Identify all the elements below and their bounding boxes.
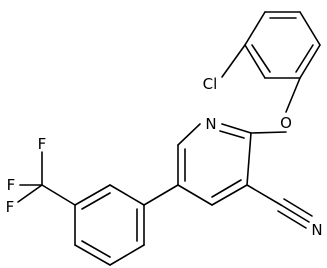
bond bbox=[295, 44, 314, 73]
bond bbox=[81, 240, 111, 258]
pyridine-nitrogen-label: N bbox=[205, 115, 216, 133]
bond bbox=[74, 244, 111, 266]
fluorine-label-left: F bbox=[7, 176, 16, 194]
bond-c-cl bbox=[221, 44, 246, 78]
bond bbox=[211, 179, 242, 198]
trifluoromethylphenyl-ring bbox=[74, 184, 145, 266]
chlorophenyl-ring bbox=[244, 11, 321, 79]
bond bbox=[299, 11, 321, 46]
fluorine-label-top: F bbox=[38, 135, 47, 153]
bond-biaryl bbox=[143, 184, 179, 206]
bond bbox=[211, 184, 248, 206]
bond bbox=[244, 11, 266, 46]
bond bbox=[280, 204, 310, 223]
bond bbox=[109, 184, 145, 206]
chlorine-label: Cl bbox=[203, 75, 218, 93]
bond bbox=[251, 44, 271, 73]
bond bbox=[244, 44, 266, 79]
bond bbox=[41, 184, 76, 206]
bond-o-c bbox=[250, 131, 287, 134]
pyridine-ring bbox=[177, 123, 252, 206]
bond bbox=[277, 210, 307, 229]
nitrile-nitrogen-label: N bbox=[311, 221, 322, 239]
bond bbox=[17, 184, 43, 203]
bond bbox=[246, 132, 252, 186]
bond bbox=[219, 130, 245, 139]
bond bbox=[109, 244, 145, 266]
bond bbox=[221, 123, 252, 134]
bond bbox=[177, 123, 201, 146]
bond bbox=[74, 184, 111, 206]
bond bbox=[299, 44, 321, 79]
cf3-group bbox=[17, 151, 76, 206]
bond-c-o bbox=[285, 77, 301, 113]
nitrile-group bbox=[246, 184, 313, 229]
fluorine-label-bottom: F bbox=[6, 198, 15, 216]
bond bbox=[177, 184, 213, 206]
bond bbox=[81, 192, 111, 210]
oxygen-label: O bbox=[280, 114, 292, 132]
bond bbox=[283, 198, 313, 217]
bond bbox=[246, 184, 282, 206]
